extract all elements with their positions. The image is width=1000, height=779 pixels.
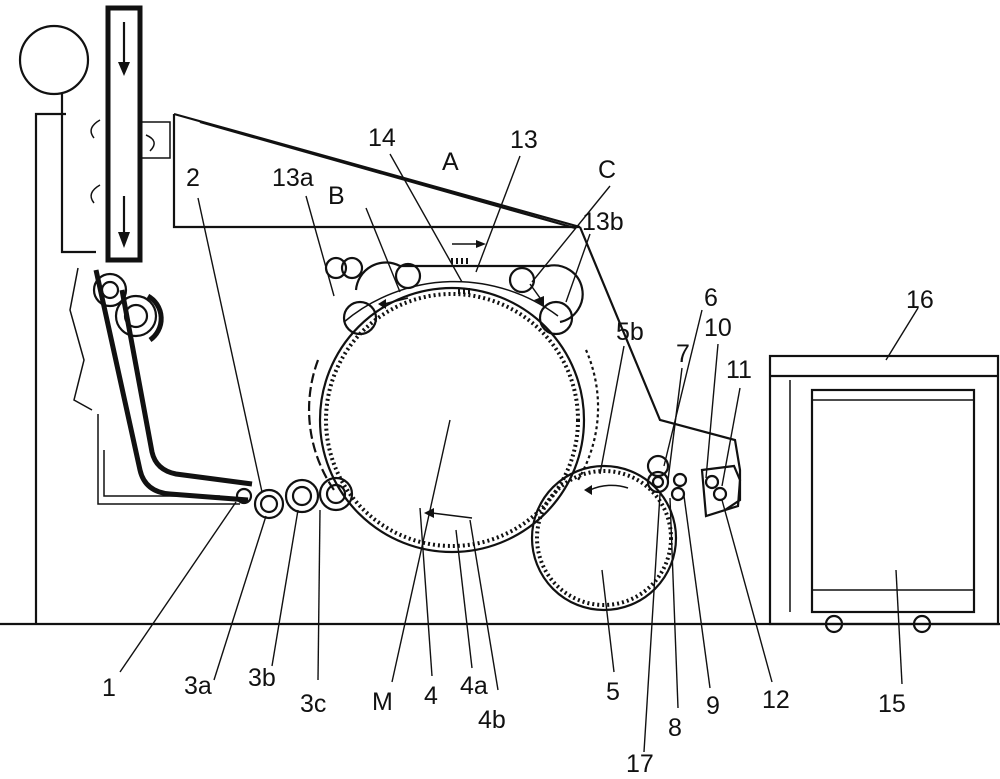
label-2: 2 — [186, 164, 200, 192]
label-4: 4 — [424, 682, 438, 710]
label-5b: 5b — [616, 318, 644, 346]
main-cylinder — [318, 286, 586, 554]
label-8: 8 — [668, 714, 682, 742]
label-m: M — [372, 688, 393, 716]
label-a: A — [442, 148, 459, 176]
coiler-unit — [768, 354, 1000, 634]
label-3b: 3b — [248, 664, 276, 692]
label-12: 12 — [762, 686, 790, 714]
revolving-flats — [324, 240, 584, 336]
label-13a: 13a — [272, 164, 314, 192]
label-4b: 4b — [478, 706, 506, 734]
leader-lines — [119, 153, 919, 753]
label-16: 16 — [906, 286, 934, 314]
machine-frame — [34, 112, 742, 624]
label-b: B — [328, 182, 345, 210]
label-6: 6 — [704, 284, 718, 312]
label-13b: 13b — [582, 208, 624, 236]
label-17: 17 — [626, 750, 654, 778]
label-4a: 4a — [460, 672, 488, 700]
label-14: 14 — [368, 124, 396, 152]
label-10: 10 — [704, 314, 732, 342]
stationary-flats — [307, 349, 600, 491]
label-13: 13 — [510, 126, 538, 154]
stripping-rollers — [646, 454, 742, 518]
label-1: 1 — [102, 674, 116, 702]
label-3a: 3a — [184, 672, 212, 700]
label-5: 5 — [606, 678, 620, 706]
label-7: 7 — [676, 340, 690, 368]
label-9: 9 — [706, 692, 720, 720]
label-3c: 3c — [300, 690, 326, 718]
chute-rollers — [92, 272, 164, 343]
label-11: 11 — [726, 356, 752, 384]
feed-chute-housing — [18, 5, 171, 263]
fibre-duct — [69, 267, 253, 503]
label-c: C — [598, 156, 616, 184]
label-15: 15 — [878, 690, 906, 718]
feed-roller — [235, 487, 253, 505]
